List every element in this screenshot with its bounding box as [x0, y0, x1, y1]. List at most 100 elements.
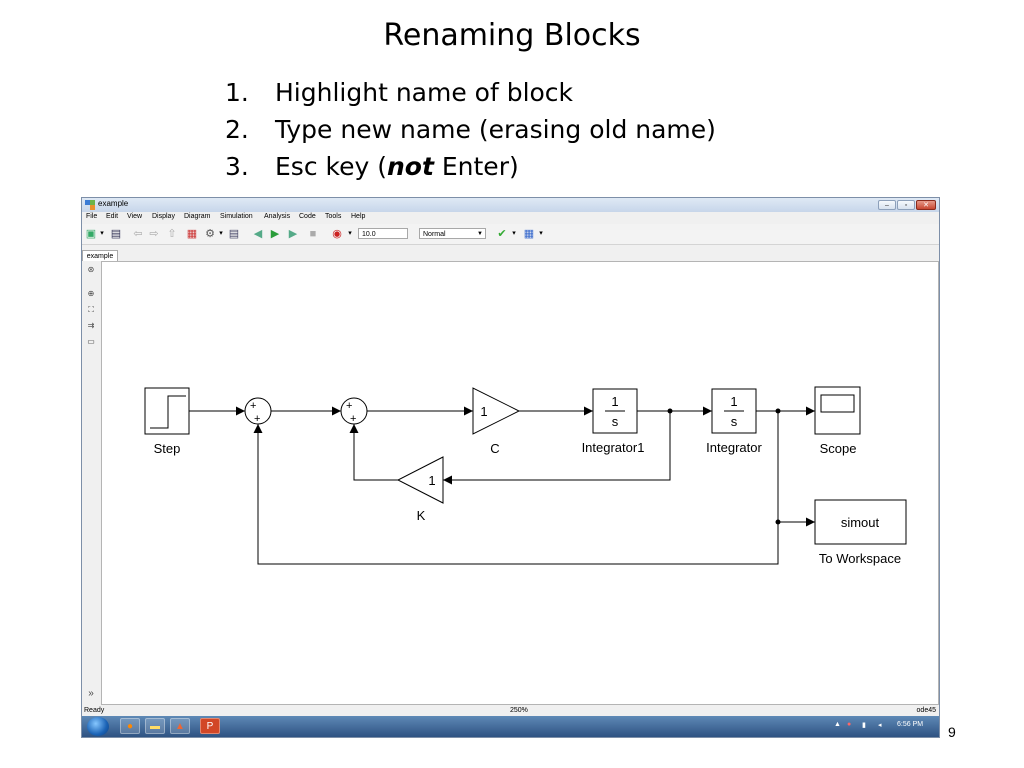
step-item: 3.Esc key (not Enter) [225, 148, 716, 185]
taskbar: ● ▬ ▲ P ▲ ● ▮ ◂ 6:56 PM [82, 716, 939, 737]
status-bar: Ready 250% ode45 [82, 705, 939, 716]
stop-time-input[interactable]: 10.0 [358, 228, 408, 239]
library-browser-icon[interactable]: ▦ [186, 228, 198, 240]
model-explorer-icon[interactable]: ▤ [228, 228, 240, 240]
tray-volume-icon[interactable]: ◂ [878, 722, 882, 729]
step-block[interactable] [144, 387, 190, 435]
simulation-mode-value: Normal [423, 231, 446, 238]
tab-example[interactable]: example [82, 250, 118, 261]
step-number: 1. [225, 78, 249, 107]
menu-file[interactable]: File [86, 213, 98, 220]
arrow-icon[interactable]: ⇉ [87, 321, 95, 330]
settings-gear-icon[interactable]: ⚙ [205, 228, 215, 240]
new-model-icon[interactable]: ▣ [85, 228, 97, 240]
integrator1-denominator: s [612, 414, 619, 429]
model-canvas[interactable] [101, 261, 939, 705]
title-bar[interactable]: example – ▫ ✕ [82, 198, 939, 212]
up-icon[interactable]: ⇧ [167, 228, 177, 240]
check-icon[interactable]: ✔ [497, 228, 507, 240]
left-palette: ⊛ ⊕ ⛶ ⇉ ▭ » [82, 261, 101, 705]
simulink-window: example – ▫ ✕ File Edit View Display Dia… [81, 197, 940, 738]
status-zoom: 250% [510, 707, 528, 714]
slide-page-number: 9 [948, 724, 956, 740]
run-icon[interactable]: ▶ [270, 228, 280, 240]
dropdown-arrow-icon[interactable]: ▾ [512, 230, 516, 237]
step-item: 1. Highlight name of block [225, 74, 716, 111]
status-ready: Ready [84, 707, 105, 714]
gain-k-block[interactable] [396, 456, 444, 504]
step-list: 1. Highlight name of block 2.Type new nam… [225, 74, 716, 185]
integrator-label[interactable]: Integrator [706, 440, 762, 455]
scope-screen-icon [820, 394, 855, 413]
record-icon[interactable]: ◉ [332, 228, 342, 240]
gain-k-label[interactable]: K [417, 508, 426, 523]
step-icon [150, 395, 186, 429]
step-back-icon[interactable]: ◀ [253, 228, 263, 240]
maximize-button[interactable]: ▫ [897, 200, 915, 210]
integrator1-label[interactable]: Integrator1 [582, 440, 645, 455]
firefox-taskbar-icon[interactable]: ● [120, 718, 140, 734]
fit-view-icon[interactable]: ⛶ [88, 305, 94, 314]
menu-analysis[interactable]: Analysis [264, 213, 291, 220]
gain-c-value: 1 [480, 404, 487, 419]
step-text-emphasis: not [386, 152, 434, 181]
chevron-down-icon: ▼ [477, 231, 483, 237]
menu-view[interactable]: View [127, 213, 143, 220]
step-item: 2.Type new name (erasing old name) [225, 111, 716, 148]
hide-show-icon[interactable]: ⊛ [87, 265, 95, 274]
step-text: Highlight name of block [275, 78, 574, 107]
signal-feedback-to-sum1[interactable] [253, 424, 779, 565]
to-workspace-variable: simout [841, 515, 880, 530]
tab-bar: example [82, 250, 939, 261]
menu-display[interactable]: Display [152, 213, 175, 220]
stop-icon[interactable]: ■ [309, 228, 317, 240]
toolbar: ▣ ▾ ▤ ⇦ ⇨ ⇧ ▦ ⚙ ▾ ▤ ◀ ▶ ▶ ■ ◉ ▾ 10.0 Nor… [82, 224, 939, 245]
step-text-post: Enter) [433, 152, 519, 181]
signal-gain-k-to-sum2[interactable] [349, 424, 398, 481]
simulink-app-icon [85, 200, 95, 210]
explorer-taskbar-icon[interactable]: ▬ [145, 718, 165, 734]
signal-feedback-to-gain-k[interactable] [443, 411, 671, 485]
tray-security-icon[interactable]: ● [847, 721, 852, 728]
start-button-icon[interactable] [87, 717, 109, 736]
powerpoint-taskbar-icon[interactable]: P [200, 718, 220, 734]
step-label[interactable]: Step [154, 441, 181, 456]
minimize-button[interactable]: – [878, 200, 896, 210]
step-forward-icon[interactable]: ▶ [288, 228, 298, 240]
zoom-icon[interactable]: ⊕ [87, 289, 95, 298]
sum-2-plus-icon: + [346, 400, 352, 412]
menu-code[interactable]: Code [299, 213, 316, 220]
forward-icon[interactable]: ⇨ [149, 228, 159, 240]
step-number: 3. [225, 152, 249, 181]
to-workspace-label[interactable]: To Workspace [819, 551, 901, 566]
scope-label[interactable]: Scope [820, 441, 857, 456]
close-button[interactable]: ✕ [916, 200, 936, 210]
grid-icon[interactable]: ▦ [523, 228, 535, 240]
tray-up-arrow-icon[interactable]: ▲ [834, 721, 841, 728]
menu-tools[interactable]: Tools [325, 213, 342, 220]
simulation-mode-select[interactable]: Normal ▼ [419, 228, 486, 239]
menu-diagram[interactable]: Diagram [184, 213, 211, 220]
signal-to-workspace[interactable] [777, 411, 815, 527]
matlab-taskbar-icon[interactable]: ▲ [170, 718, 190, 734]
dropdown-arrow-icon[interactable]: ▾ [219, 230, 223, 237]
window-title: example [98, 199, 129, 208]
back-icon[interactable]: ⇦ [133, 228, 143, 240]
annotation-icon[interactable]: ▭ [87, 337, 95, 346]
gain-k-value: 1 [428, 473, 435, 488]
sum-2-plus-icon: + [350, 413, 356, 425]
save-icon[interactable]: ▤ [110, 228, 122, 240]
dropdown-arrow-icon[interactable]: ▾ [100, 230, 104, 237]
menu-help[interactable]: Help [351, 213, 366, 220]
expand-icon[interactable]: » [88, 688, 94, 699]
dropdown-arrow-icon[interactable]: ▾ [539, 230, 543, 237]
status-solver: ode45 [916, 707, 936, 714]
gain-c-label[interactable]: C [490, 441, 499, 456]
menu-simulation[interactable]: Simulation [220, 213, 253, 220]
tray-network-icon[interactable]: ▮ [862, 722, 866, 729]
sum-1-plus-icon: + [254, 413, 260, 425]
menu-edit[interactable]: Edit [106, 213, 119, 220]
taskbar-clock: 6:56 PM [897, 721, 924, 728]
dropdown-arrow-icon[interactable]: ▾ [348, 230, 352, 237]
